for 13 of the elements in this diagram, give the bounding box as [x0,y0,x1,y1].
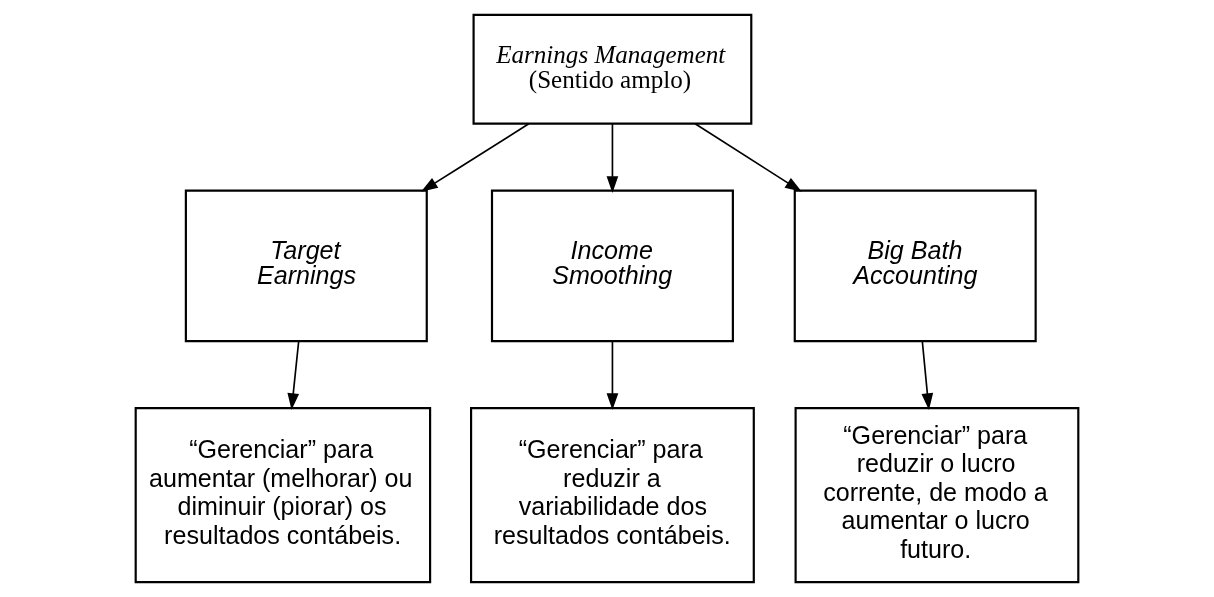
arrow [287,340,300,410]
node-box: Target Earnings [184,189,428,343]
arrow [606,340,619,411]
arrow [421,122,530,192]
arrow [694,122,802,192]
node-box: “Gerenciar” para aumentar (melhorar) ou diminuir (piorar) os resultados contábeis. [134,407,432,584]
node-box: “Gerenciar” para reduzir o lucro corrente, de modo a aumentar o lucro futuro. [794,407,1080,584]
arrow [606,122,619,193]
node-box: Big Bath Accounting [793,189,1037,343]
node-box: Income Smoothing [490,189,734,343]
node-box: Earnings Management (Sentido amplo) [472,13,753,125]
node-box: “Gerenciar” para reduzir a variabilidade dos resultados contábeis. [470,407,755,584]
arrow [921,340,934,410]
